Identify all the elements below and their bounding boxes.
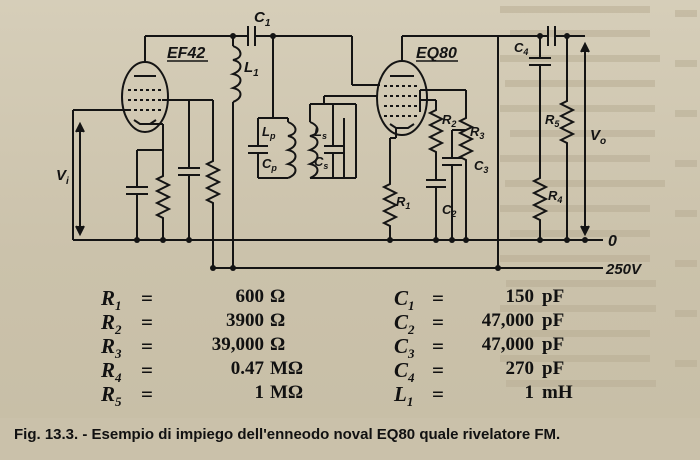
label-r2: R2 [442, 112, 456, 129]
label-cp: Cp [262, 156, 277, 173]
ef42-tube-envelope [121, 61, 169, 133]
label-l1: L1 [244, 59, 259, 79]
component-values-table: R1 = 600 Ω R2 = 3900 Ω R3 = 39,000 Ω R4 … [101, 286, 573, 410]
label-ef42: EF42 [167, 45, 205, 62]
label-vo: Vo [590, 127, 606, 147]
label-cs: Cs [314, 154, 328, 171]
label-r5: R5 [545, 112, 560, 129]
circuit-schematic: EF42 EQ80 C1 L1 Lp Cp Ls Cs R1 R2 R3 C2 … [56, 9, 643, 278]
label-eq80: EQ80 [416, 45, 457, 62]
label-c3: C3 [474, 158, 488, 175]
label-c1: C1 [254, 9, 271, 29]
label-r1: R1 [396, 194, 410, 211]
label-vi: Vi [56, 167, 69, 187]
label-c2: C2 [442, 202, 456, 219]
label-rail-zero: 0 [608, 233, 617, 250]
label-lp: Lp [262, 124, 276, 141]
label-r3: R3 [470, 124, 484, 141]
label-c4: C4 [514, 40, 528, 57]
figure-caption-text: Fig. 13.3. - Esempio di impiego dell'enn… [14, 426, 561, 443]
figure-caption: Fig. 13.3. - Esempio di impiego dell'enn… [0, 418, 700, 460]
label-r4: R4 [548, 188, 562, 205]
label-rail-250v: 250V [605, 261, 643, 278]
label-ls: Ls [314, 124, 327, 141]
